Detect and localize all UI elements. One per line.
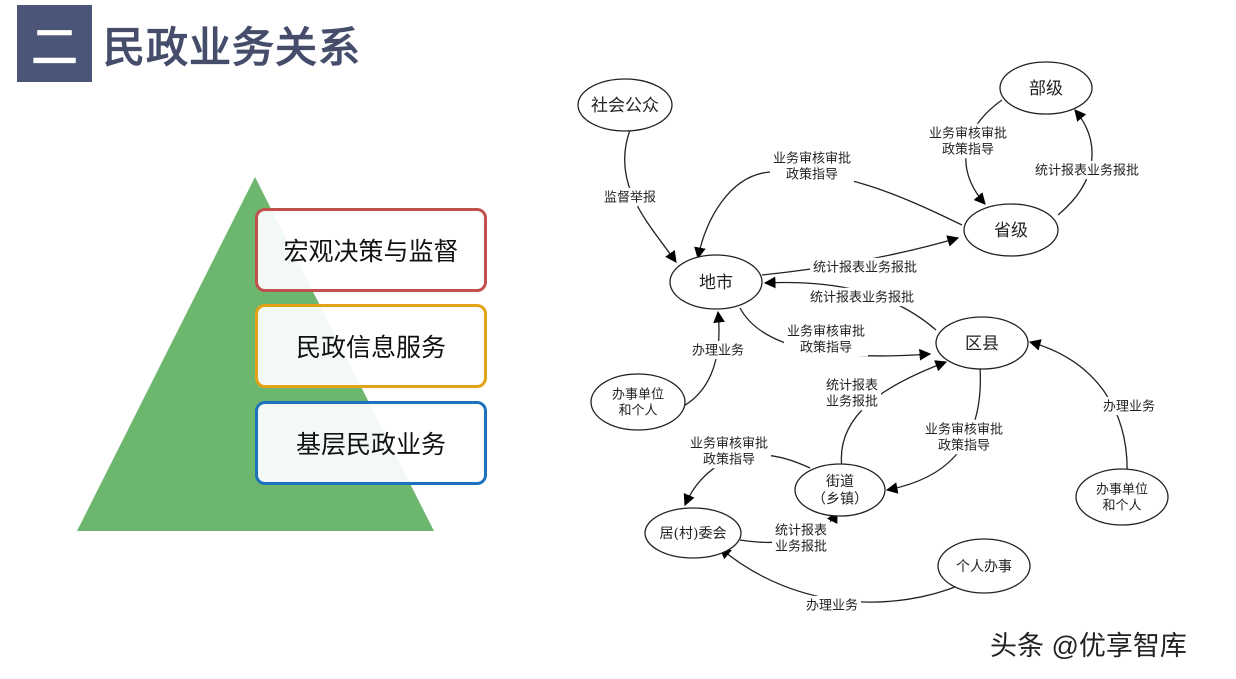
node-ministry: 部级 xyxy=(999,61,1093,115)
edge-label-bg xyxy=(770,148,854,184)
node-person: 个人办事 xyxy=(937,538,1031,594)
node-office-district: 办事单位和个人 xyxy=(1075,468,1169,526)
node-ellipse xyxy=(577,78,673,132)
edge-label-prov-city-review: 业务审核审批政策指导 xyxy=(773,150,851,182)
edge-office-city xyxy=(679,310,725,409)
node-label: 居(村)委会 xyxy=(660,526,727,542)
node-label: 办事单位和个人 xyxy=(612,387,664,418)
edge-label-dist-street-review: 业务审核审批政策指导 xyxy=(925,421,1003,453)
edge-label-office-city-handle: 办理业务 xyxy=(692,343,744,359)
node-label: 街道（乡镇） xyxy=(812,474,868,508)
node-label: 区县 xyxy=(965,334,999,354)
node-label: 省级 xyxy=(994,221,1028,241)
node-city: 地市 xyxy=(669,254,763,310)
edge-label-city-dist-review: 业务审核审批政策指导 xyxy=(787,323,865,355)
node-ellipse xyxy=(935,316,1029,370)
node-ellipse xyxy=(644,507,742,559)
edge-province-city xyxy=(694,170,963,260)
node-public: 社会公众 xyxy=(577,78,673,132)
edge-label-office-dist-handle: 办理业务 xyxy=(1103,399,1155,415)
edge-label-street-comm-review: 业务审核审批政策指导 xyxy=(690,435,768,467)
node-label: 社会公众 xyxy=(591,96,659,116)
node-label: 部级 xyxy=(1029,79,1063,99)
edge-label-bg xyxy=(810,257,920,277)
node-ellipse xyxy=(963,203,1059,257)
edge-office-district xyxy=(1028,339,1128,479)
edge-label-bg xyxy=(784,321,868,357)
node-street: 街道（乡镇） xyxy=(794,463,886,517)
node-label: 个人办事 xyxy=(956,559,1012,575)
node-ellipse xyxy=(1075,468,1169,526)
node-label: 办事单位和个人 xyxy=(1096,482,1148,513)
level-macro-decision: 宏观决策与监督 xyxy=(255,208,487,292)
edge-label-person-comm-handle: 办理业务 xyxy=(806,598,858,614)
edge-label-bg xyxy=(926,123,1010,159)
page-title: 民政业务关系 xyxy=(103,23,362,72)
edge-district-street xyxy=(885,366,981,494)
level-grassroots: 基层民政业务 xyxy=(255,401,487,485)
node-label: 地市 xyxy=(699,273,733,293)
edge-label-bg xyxy=(807,287,917,307)
watermark: 头条 @优享智库 xyxy=(990,631,1187,661)
node-ellipse xyxy=(669,254,763,310)
edge-label-comm-street-report: 统计报表业务报批 xyxy=(775,523,827,554)
edge-label-prov-min-report: 统计报表业务报批 xyxy=(1035,163,1139,179)
node-district: 区县 xyxy=(935,316,1029,370)
node-office-city: 办事单位和个人 xyxy=(590,373,686,431)
edge-person-committee xyxy=(719,547,961,603)
edge-label-street-dist-report: 统计报表业务报批 xyxy=(826,378,878,409)
node-committee: 居(村)委会 xyxy=(644,507,742,559)
edge-label-dist-city-report: 统计报表业务报批 xyxy=(810,290,914,306)
edge-label-bg xyxy=(601,187,659,207)
node-ellipse xyxy=(937,538,1031,594)
edge-label-bg xyxy=(772,520,830,556)
node-ellipse xyxy=(999,61,1093,115)
edge-label-bg xyxy=(689,340,747,360)
edge-province-ministry xyxy=(1057,109,1093,216)
edge-label-supervise: 监督举报 xyxy=(604,191,656,206)
edge-label-bg xyxy=(823,375,881,411)
node-ellipse xyxy=(794,463,886,517)
edge-label-min-prov-review: 业务审核审批政策指导 xyxy=(929,125,1007,157)
edge-label-bg xyxy=(687,433,771,469)
edge-label-bg xyxy=(803,595,861,615)
section-number-badge: 二 xyxy=(17,5,92,82)
edge-label-bg xyxy=(1100,396,1158,416)
node-province: 省级 xyxy=(963,203,1059,257)
edge-label-bg xyxy=(1032,160,1142,180)
level-info-service: 民政信息服务 xyxy=(255,304,487,388)
edge-label-bg xyxy=(922,419,1006,455)
node-ellipse xyxy=(590,373,686,431)
edge-label-city-prov-report: 统计报表业务报批 xyxy=(813,260,917,276)
